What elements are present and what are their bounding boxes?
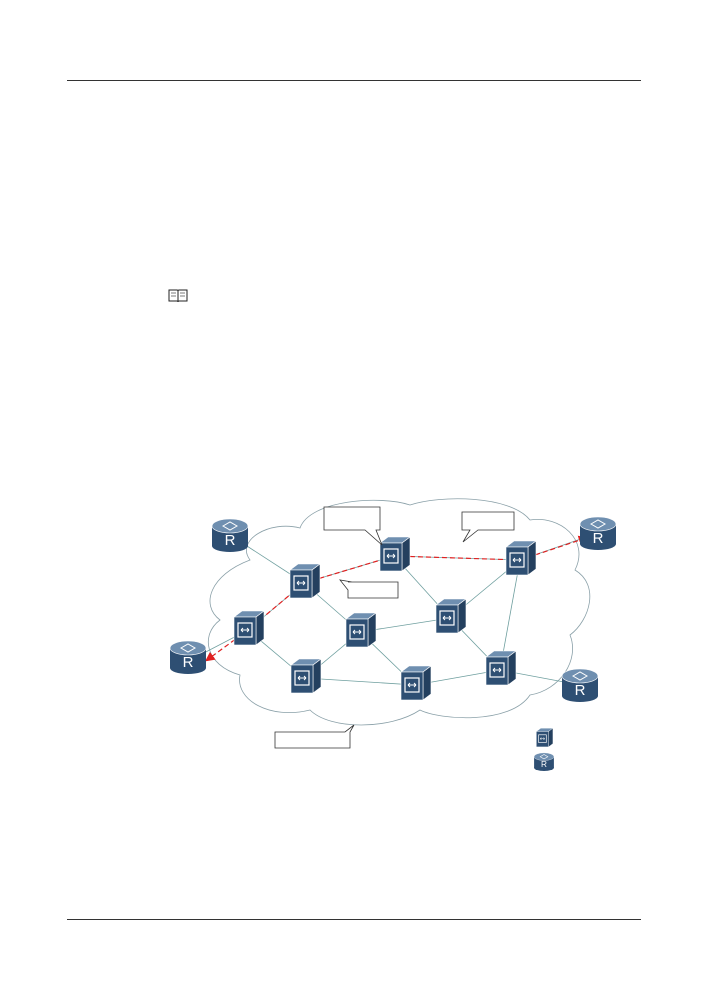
switch-icon bbox=[233, 610, 265, 646]
switch-icon bbox=[379, 536, 411, 572]
router-node: R bbox=[561, 668, 599, 703]
router-label: R bbox=[575, 682, 586, 699]
legend-router-label: R bbox=[541, 760, 547, 769]
switch-icon bbox=[505, 540, 537, 576]
switch-icon bbox=[345, 612, 377, 648]
router-label: R bbox=[183, 654, 194, 671]
router-label: R bbox=[225, 532, 236, 549]
callout bbox=[461, 511, 515, 543]
router-node: R bbox=[579, 516, 617, 551]
router-label: R bbox=[593, 530, 604, 547]
switch-icon bbox=[435, 598, 467, 634]
legend-router-icon: R bbox=[533, 752, 555, 772]
legend: R bbox=[533, 727, 555, 772]
router-node: R bbox=[169, 640, 207, 675]
switch-icon bbox=[400, 665, 432, 701]
callout bbox=[339, 579, 399, 599]
footer-rule bbox=[67, 919, 641, 920]
callout bbox=[274, 724, 355, 749]
network-cloud bbox=[207, 498, 591, 726]
switch-icon bbox=[289, 563, 321, 599]
network-diagram: R R R R R bbox=[169, 498, 617, 772]
switch-icon bbox=[485, 650, 517, 686]
router-node: R bbox=[211, 518, 249, 553]
callout bbox=[323, 506, 383, 546]
legend-switch-icon bbox=[536, 727, 554, 748]
switch-icon bbox=[290, 658, 322, 694]
header-rule bbox=[67, 80, 641, 81]
note-book-icon bbox=[168, 289, 188, 303]
